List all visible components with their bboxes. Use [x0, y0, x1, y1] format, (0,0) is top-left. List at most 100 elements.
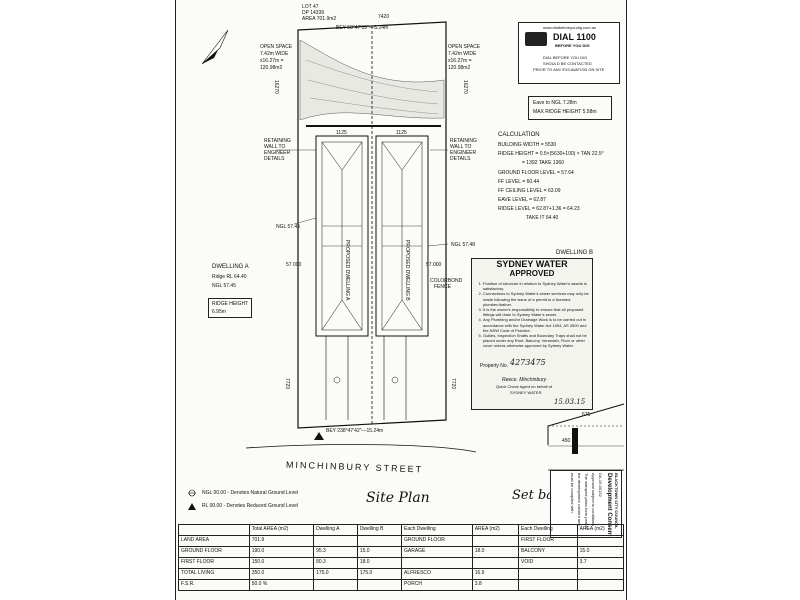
retaining-right-line: DETAILS [450, 156, 471, 162]
stamp-approved: APPROVED [509, 269, 555, 278]
lot-label: LOT 47 [302, 4, 319, 10]
colorbond-label: COLORBOND [430, 278, 463, 284]
council-line: The stamped plans form part of [584, 473, 589, 529]
table-cell: 80.3 [313, 557, 358, 569]
table-row: LAND AREA 701.9 GROUND FLOOR FIRST FLOOR [178, 535, 625, 547]
top-width-dim: 7420 [378, 14, 390, 20]
ridge-height-label: RIDGE HEIGHT [212, 301, 249, 307]
dwelling-a-title: DWELLING A [212, 264, 249, 270]
dwelling-b-plan-label: PROPOSED DWELLING B [404, 240, 410, 301]
table-cell [356, 535, 402, 547]
max-ridge-height: MAX RIDGE HEIGHT 5.58m [533, 109, 597, 115]
legend-rl: RL 00.00 - Denotes Reduced Ground Level [202, 503, 298, 509]
calc-line: FF CEILING LEVEL = 63.09 [498, 188, 561, 194]
table-row: F.S.R. 50.0 % PORCH 3.8 [178, 579, 625, 591]
calc-line: RIDGE LEVEL = 62.87+1.36 = 64.23 [498, 206, 580, 212]
dim-label: 1125 [336, 130, 347, 136]
calc-line: FF LEVEL = 60.44 [498, 179, 540, 185]
table-cell: 701.9 [248, 535, 315, 547]
table-cell: 16.9 [471, 568, 520, 580]
table-row: FIRST FLOOR 150.0 80.3 18.0 VOID 3.7 [178, 557, 625, 569]
ridge-height-value: 6.95m [212, 309, 226, 315]
level-label: 57.000 [286, 262, 302, 268]
table-cell: ALFRESCO [400, 568, 473, 580]
table-cell [576, 568, 625, 580]
council-line: Approval subject to conditions [591, 473, 596, 527]
calc-line: BUILDING WIDTH = 5530 [498, 142, 557, 148]
table-row: TOTAL LIVING 350.0 175.0 175.0 ALFRESCO … [178, 568, 625, 580]
table-cell [400, 557, 473, 569]
north-arrow-icon [201, 29, 229, 65]
stamp-title: SYDNEY WATER [496, 259, 568, 269]
top-bearing: BEY 58°47'39"—S.24m [336, 25, 389, 31]
table-header-cell: Dwelling A [313, 524, 358, 536]
open-space-left-line: x16.27m = [260, 58, 284, 64]
table-cell [518, 579, 578, 591]
dim-label: 1125 [396, 130, 407, 136]
council-line: BLACKTOWN CITY COUNCIL [614, 473, 619, 529]
legend-ngl: NGL 00.00 - Denotes Natural Ground Level [202, 490, 298, 496]
dwelling-a-ridge: Ridge RL 64.40 [212, 274, 247, 280]
retaining-left-line: DETAILS [264, 156, 285, 162]
dwelling-a-plan-label: PROPOSED DWELLING A [344, 240, 350, 301]
table-cell: 175.0 [356, 568, 402, 580]
open-space-right-line: x16.27m = [448, 58, 472, 64]
retaining-right-line: RETAINING [450, 138, 477, 144]
retaining-right-line: ENGINEER [450, 150, 477, 156]
table-header-cell: Total AREA (m2) [248, 524, 315, 536]
table-cell: 95.3 [313, 546, 358, 558]
depth-dim-left: 16270 [273, 80, 279, 94]
stamp-conditions: Position of structure in relation to Syd… [472, 281, 592, 349]
stamp-condition: Gullies, Inspection Shafts and Boundary … [483, 333, 592, 349]
retaining-left-line: WALL TO [264, 144, 286, 150]
table-cell: GROUND FLOOR [178, 546, 250, 558]
table-header-cell: Each Dwelling [518, 524, 578, 536]
dp-label: DP 14339 [302, 10, 325, 16]
table-row: GROUND FLOOR 190.0 95.3 15.0 GARAGE 18.0… [178, 546, 625, 558]
council-line: must be complied with. [570, 473, 575, 514]
calc-line: EAVE LEVEL = 62.87 [498, 197, 546, 203]
dial-number: DIAL 1100 [553, 32, 596, 42]
retaining-right-line: WALL TO [450, 144, 472, 150]
table-cell: TOTAL LIVING [178, 568, 250, 580]
table-header-row: Total AREA (m2) Dwelling A Dwelling B Ea… [178, 524, 625, 536]
table-header-cell: Dwelling B [356, 524, 402, 536]
table-cell [471, 535, 520, 547]
area-label: AREA 701.9m2 [302, 16, 337, 22]
table-cell: FIRST FLOOR [178, 557, 250, 569]
table-cell [313, 535, 358, 547]
colorbond-label: FENCE [434, 284, 451, 290]
open-space-right-line: 120.98m2 [448, 65, 471, 71]
side-dim-left: 7720 [284, 378, 290, 390]
table-cell: GARAGE [400, 546, 473, 558]
retaining-left-line: RETAINING [264, 138, 291, 144]
side-dim-right: 7720 [450, 378, 456, 390]
dial-line-1: DIAL BEFORE YOU DIG [543, 55, 588, 60]
stamp-condition: Any Plumbing and/or Drainage Work is to … [483, 317, 592, 333]
retaining-left-line: ENGINEER [264, 150, 291, 156]
table-cell: 3.7 [576, 557, 625, 569]
eave-to-ngl: Eave to NGL 7.28m [533, 100, 577, 106]
area-schedule-table: Total AREA (m2) Dwelling A Dwelling B Ea… [178, 524, 625, 591]
detail-dim: 450 [562, 438, 571, 444]
calc-line: RIDGE HEIGHT = 0.5×(5630+100) × TAN 22.5… [498, 151, 604, 157]
stamp-date: 15.03.15 [554, 398, 586, 406]
dwelling-a-ngl: NGL 57.45 [212, 283, 236, 289]
table-cell: 190.0 [248, 546, 315, 558]
drawing-sheet: LOT 47 DP 14339 AREA 701.9m2 7420 BEY 58… [175, 0, 627, 600]
stamp-condition: It is the owner's responsibility to ensu… [483, 307, 592, 317]
open-space-left-line: OPEN SPACE [260, 44, 293, 50]
table-cell [576, 535, 625, 547]
table-cell: 3.8 [471, 579, 520, 591]
property-number: 4273475 [510, 358, 546, 367]
table-cell: F.S.R. [178, 579, 250, 591]
depth-dim-right: 16270 [462, 80, 468, 94]
table-cell: PORCH [400, 579, 473, 591]
dial-url: www.dialbeforeyoudig.com.au [543, 25, 597, 30]
open-space-left-line: 120.98m2 [260, 65, 283, 71]
ngl-right: NGL 57.48 [451, 242, 475, 248]
stamp-role: SYDNEY WATER [510, 390, 542, 395]
table-cell [356, 579, 402, 591]
stamp-signer: Reece. Minchinbury [502, 377, 547, 383]
table-cell: 175.0 [313, 568, 358, 580]
